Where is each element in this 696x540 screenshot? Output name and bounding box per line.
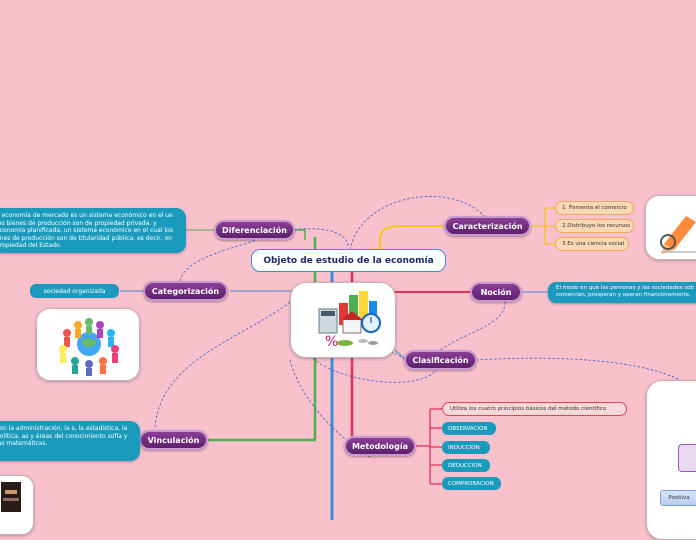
economy-image: % xyxy=(290,282,396,358)
node-categorizacion[interactable]: Categorización xyxy=(143,281,228,301)
note-categorizacion[interactable]: sociedad organizada xyxy=(30,284,119,298)
node-clasificacion[interactable]: Clasificación xyxy=(404,350,477,370)
metodologia-principle[interactable]: Utiliza los cuatro principios básicos de… xyxy=(442,402,627,416)
graph-image xyxy=(645,195,696,260)
note-nocion[interactable]: El modo en que las personas y las socied… xyxy=(548,282,696,303)
central-topic[interactable]: Objeto de estudio de la economía xyxy=(251,249,446,272)
metodologia-step-3[interactable]: DEDUCCION xyxy=(442,459,490,472)
graph-pencil-icon xyxy=(660,216,696,254)
branch-red-metodo xyxy=(416,408,442,485)
node-vinculacion[interactable]: Vinculación xyxy=(139,430,208,450)
branch-yellow xyxy=(379,225,444,260)
node-nocion[interactable]: Noción xyxy=(470,282,522,302)
caracterizacion-item-1[interactable]: 1. Fomenta el comercio xyxy=(555,201,634,215)
node-caracterizacion[interactable]: Caracterización xyxy=(444,216,531,236)
economy-clipart-icon: % xyxy=(318,291,381,350)
node-diferenciacion[interactable]: Diferenciación xyxy=(214,220,295,240)
branch-yellow-items xyxy=(531,207,555,245)
caracterizacion-item-2[interactable]: 2.Distribuye los recursos xyxy=(555,219,634,233)
central-topic-label: Objeto de estudio de la economía xyxy=(263,255,434,266)
people-image xyxy=(36,308,140,381)
right-panel-node[interactable] xyxy=(678,444,696,472)
right-panel-positiva[interactable]: Positiva xyxy=(660,490,696,506)
note-diferenciacion[interactable]: a economía de mercado es un sistema econ… xyxy=(0,208,186,253)
caracterizacion-item-3[interactable]: 3.Es una ciencia social xyxy=(555,237,629,251)
money-dark-icon xyxy=(1,482,21,512)
metodologia-step-4[interactable]: COMPROBACION xyxy=(442,477,501,490)
metodologia-step-1[interactable]: OBSERVACION xyxy=(442,422,496,435)
node-metodologia[interactable]: Metodología xyxy=(344,436,416,456)
metodologia-step-2[interactable]: INDUCCION xyxy=(442,441,490,454)
note-vinculacion[interactable]: con la administración, la s, la estadíst… xyxy=(0,421,140,461)
svg-text:%: % xyxy=(325,334,338,350)
money-image xyxy=(0,475,34,535)
people-globe-icon xyxy=(59,318,119,376)
